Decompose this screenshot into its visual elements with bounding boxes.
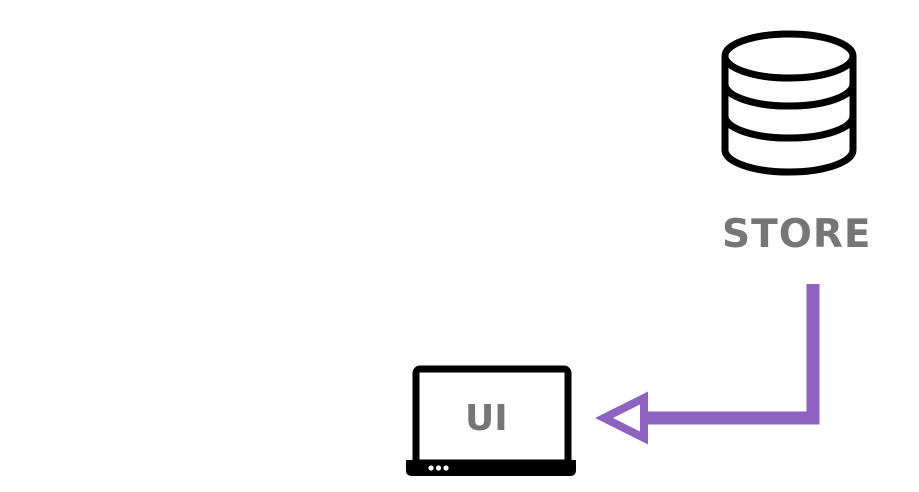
arrowhead-icon xyxy=(595,391,648,445)
database-icon xyxy=(721,30,857,176)
store-to-ui-arrow xyxy=(595,284,820,445)
ui-label: UI xyxy=(465,398,508,439)
laptop-icon xyxy=(406,365,576,476)
store-label: STORE xyxy=(722,212,872,257)
